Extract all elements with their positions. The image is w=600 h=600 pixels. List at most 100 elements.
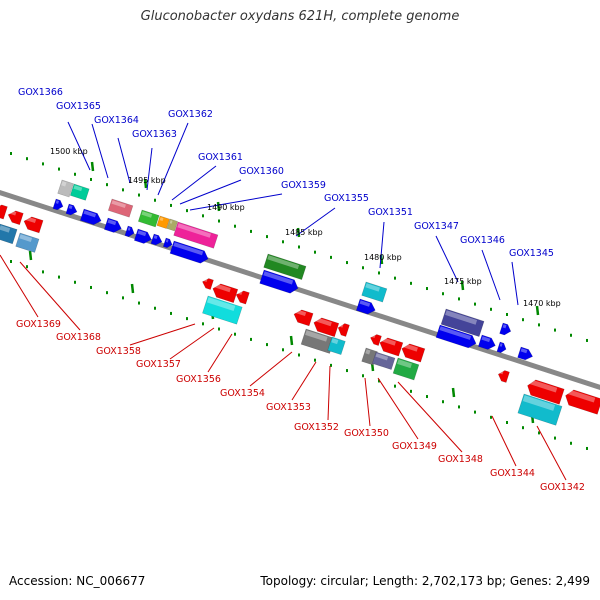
gene-arrow	[355, 298, 376, 315]
gene-arrow	[313, 317, 340, 338]
gene-highlight	[295, 309, 307, 317]
leader-line-bottom	[291, 361, 317, 401]
leader-line-top	[295, 207, 336, 237]
gene-highlight	[203, 278, 208, 283]
track-dot	[506, 312, 508, 316]
gene-highlight	[237, 290, 243, 295]
gene-highlight	[83, 210, 97, 218]
gene-highlight	[375, 353, 389, 361]
leader-line-top	[179, 179, 242, 205]
track-dot	[266, 343, 268, 347]
gene-arrow	[57, 179, 74, 198]
track-dot	[122, 296, 124, 300]
track-dot	[234, 332, 236, 336]
track-dot	[202, 322, 204, 326]
gene-body	[327, 336, 346, 355]
gene-label-top: GOX1346	[460, 235, 505, 246]
gene-arrow	[15, 232, 40, 253]
track-dot	[538, 431, 540, 435]
track-dot	[538, 323, 540, 327]
leader-line-bottom	[0, 254, 39, 318]
gene-highlight	[267, 255, 300, 270]
gene-label-bottom: GOX1353	[266, 402, 311, 413]
gene-body	[259, 269, 299, 294]
gene-body	[137, 209, 160, 228]
gene-highlight	[55, 200, 60, 204]
gene-label-top: GOX1345	[509, 248, 554, 259]
gene-arrow	[166, 218, 178, 232]
gene-body	[202, 295, 243, 325]
gene-highlight	[305, 330, 328, 342]
track-dot	[90, 177, 92, 181]
gene-label-top: GOX1366	[18, 87, 63, 98]
track-dot	[458, 405, 460, 409]
gene-body	[0, 204, 8, 220]
gene-arrow	[137, 209, 160, 228]
gene-arrow	[69, 183, 90, 201]
gene-arrow	[0, 204, 8, 220]
gene-label-bottom: GOX1349	[392, 441, 437, 452]
gene-body	[371, 351, 396, 370]
leader-line-bottom	[397, 381, 463, 453]
track-dot	[362, 374, 364, 378]
gene-body	[124, 225, 135, 238]
gene-label-top: GOX1360	[239, 166, 284, 177]
track-dot	[474, 410, 476, 414]
leader-line-top	[481, 249, 501, 301]
scale-tick	[216, 201, 221, 212]
gene-label-bottom: GOX1352	[294, 422, 339, 433]
gene-highlight	[365, 349, 371, 355]
gene-arrow	[371, 351, 396, 370]
gene-body	[477, 334, 496, 350]
genome-backbone	[0, 189, 600, 391]
track-dot	[218, 327, 220, 331]
gene-label-top: GOX1355	[324, 193, 369, 204]
leader-line-bottom	[536, 425, 567, 481]
track-dot	[330, 255, 332, 259]
track-dot	[522, 318, 524, 322]
gene-arrow	[392, 357, 420, 381]
track-dot	[26, 157, 28, 161]
track-dot	[410, 389, 412, 393]
gene-arrow	[212, 283, 239, 304]
leader-line-bottom	[377, 377, 419, 440]
gene-highlight	[19, 234, 33, 242]
gene-label-bottom: GOX1348	[438, 454, 483, 465]
gene-body	[162, 237, 173, 249]
gene-arrow	[169, 240, 209, 264]
gene-label-top: GOX1364	[94, 115, 139, 126]
gene-arrow	[65, 203, 78, 216]
gene-highlight	[165, 239, 169, 243]
gene-label-bottom: GOX1350	[344, 428, 389, 439]
scale-tick	[460, 280, 465, 291]
gene-label-bottom: GOX1357	[136, 359, 181, 370]
leader-line-top	[511, 261, 519, 306]
gene-highlight	[529, 379, 558, 393]
track-dot	[42, 162, 44, 166]
track-dot	[522, 426, 524, 430]
gene-highlight	[331, 338, 339, 345]
gene-label-top: GOX1365	[56, 101, 101, 112]
track-dot	[378, 379, 380, 383]
track-dot	[10, 152, 12, 155]
track-dot	[138, 301, 140, 305]
track-dot	[394, 384, 396, 388]
gene-arrow	[259, 269, 299, 294]
gene-body	[499, 322, 512, 336]
gene-body	[370, 334, 382, 346]
gene-body	[401, 343, 426, 363]
gene-body	[107, 198, 134, 218]
track-dot	[362, 266, 364, 270]
leader-lines	[0, 121, 567, 481]
track-dot	[74, 280, 76, 284]
gene-body	[517, 393, 563, 426]
track-dot	[218, 219, 220, 223]
gene-label-bottom: GOX1358	[96, 346, 141, 357]
leader-line-top	[157, 122, 189, 196]
gene-highlight	[9, 210, 17, 216]
track-dot	[170, 203, 172, 207]
scale-tick	[130, 283, 135, 294]
accession-text: Accession: NC_006677	[9, 574, 146, 588]
leader-line-top	[117, 137, 131, 184]
